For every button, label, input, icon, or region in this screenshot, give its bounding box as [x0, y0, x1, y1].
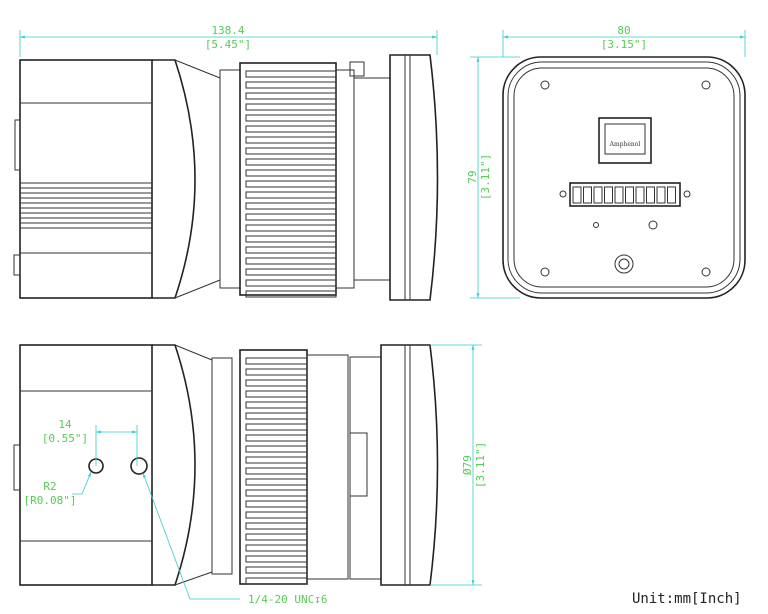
knurl-rib [245, 213, 337, 221]
length-dimension: 138.4 [5.45"] [19, 24, 438, 57]
knurl-rib [245, 257, 337, 265]
knurl-rib [245, 246, 337, 254]
radius-in: [R0.08"] [24, 494, 77, 507]
terminal-pin [646, 186, 655, 204]
terminal-pin [593, 186, 603, 204]
knurl-rib [245, 103, 337, 111]
screw-icon [540, 80, 711, 277]
knurl-rib [245, 224, 337, 232]
knurl-rib [245, 522, 308, 530]
knurl-rib [245, 489, 308, 497]
focus-ring-knurl [245, 357, 308, 585]
terminal-pin [667, 186, 676, 204]
knurl-rib [245, 423, 308, 431]
knurl-rib [245, 478, 308, 486]
terminal-pin [583, 186, 592, 204]
diameter-in: [3.11"] [474, 442, 487, 488]
knurl-rib [245, 390, 308, 398]
knurl-rib [245, 114, 337, 122]
rj45-port [598, 117, 652, 164]
knurl-rib [245, 81, 337, 89]
thread-spec: 1/4-20 UNC↧6 [248, 593, 327, 606]
knurl-rib [245, 368, 308, 376]
terminal-pin [635, 186, 645, 204]
knurl-rib [245, 92, 337, 100]
radius-mm: R2 [43, 480, 56, 493]
knurl-rib [245, 533, 308, 541]
terminal-pin [572, 186, 582, 204]
top-side-view [13, 54, 439, 301]
knurl-rib [245, 434, 308, 442]
height-mm: 79 [466, 170, 479, 183]
knurl-rib [245, 290, 337, 298]
knurl-rib [245, 180, 337, 188]
knurl-rib [245, 279, 337, 287]
knurl-rib [245, 555, 308, 563]
vent-grille [20, 182, 152, 229]
knurl-rib [245, 191, 337, 199]
knurl-rib [245, 500, 308, 508]
height-in: [3.11"] [479, 154, 492, 200]
connector-brand: Amphenol [609, 141, 641, 148]
knurl-rib [245, 544, 308, 552]
tripod-mount-hole [130, 457, 148, 475]
knurl-rib [245, 566, 308, 574]
knurl-rib [245, 467, 308, 475]
knurl-rib [245, 511, 308, 519]
terminal-pin [625, 186, 634, 204]
length-in: [5.45"] [205, 38, 251, 51]
knurl-rib [245, 235, 337, 243]
width-mm: 80 [617, 24, 630, 37]
height-dimension: 79 [3.11"] [466, 56, 520, 299]
hole-spacing-mm: 14 [58, 418, 72, 431]
knurl-rib [245, 357, 308, 365]
terminal-pin [656, 186, 666, 204]
knurl-rib [245, 125, 337, 133]
terminal-block [569, 182, 681, 207]
knurl-rib [245, 202, 337, 210]
length-mm: 138.4 [211, 24, 244, 37]
knurl-rib [245, 379, 308, 387]
knurl-rib [245, 456, 308, 464]
knurl-rib [245, 169, 337, 177]
knurl-rib [245, 158, 337, 166]
rear-view: Amphenol [502, 56, 746, 299]
hole-spacing-in: [0.55"] [42, 432, 88, 445]
knurl-rib [245, 268, 337, 276]
knurl-rib [245, 412, 308, 420]
knurl-rib [245, 136, 337, 144]
unit-label: Unit:mm[Inch] [632, 591, 742, 607]
knurl-rib [245, 445, 308, 453]
knurl-rib [245, 70, 337, 78]
knurl-rib [245, 577, 308, 585]
knurl-rib [245, 401, 308, 409]
width-in: [3.15"] [601, 38, 647, 51]
width-dimension: 80 [3.15"] [502, 24, 746, 57]
bottom-view [13, 344, 439, 586]
bottom-dimensions: 14 [0.55"] R2 [R0.08"] 1/4-20 UNC↧6 Ø79 … [24, 344, 487, 606]
terminal-pin [614, 186, 624, 204]
diameter-mm: Ø79 [461, 455, 474, 475]
terminal-pin [604, 186, 613, 204]
knurl-rib [245, 147, 337, 155]
focus-ring-knurl [245, 70, 337, 298]
